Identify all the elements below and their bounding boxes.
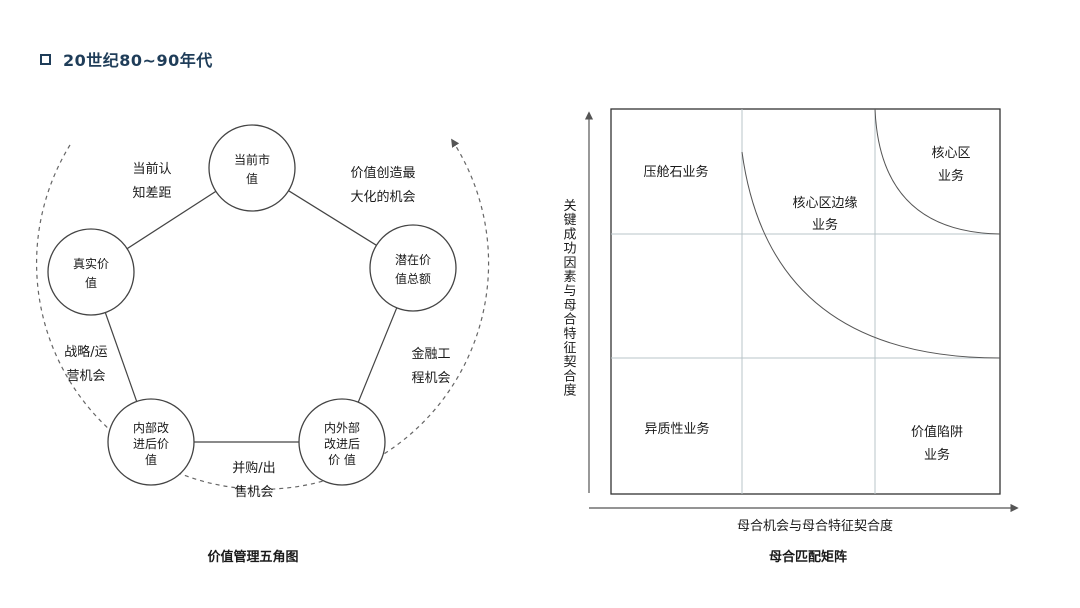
y-axis-label-char: 度 — [563, 383, 576, 399]
node-label-line: 内部改 — [133, 420, 169, 435]
y-axis-label: 关键成功因素与母合特征契合度 — [563, 199, 576, 399]
cell-label-core-edge: 核心区边缘 — [792, 196, 857, 211]
cell-label-alien: 异质性业务 — [644, 421, 709, 437]
y-axis-label-char: 合 — [563, 313, 576, 328]
y-axis-label-char: 键 — [563, 213, 576, 228]
node-label-line: 真实价 — [73, 256, 109, 271]
node-label-line: 内外部 — [324, 420, 360, 435]
cell-label-core: 业务 — [938, 168, 964, 184]
node-label-line: 值总额 — [395, 271, 431, 286]
y-axis-label-char: 契 — [563, 355, 576, 370]
matrix-caption: 母合匹配矩阵 — [769, 549, 847, 565]
node-label-line: 值 — [246, 171, 258, 186]
edge-label: 当前认 知差距 — [132, 161, 171, 201]
y-axis-label-char: 因 — [563, 256, 576, 271]
value-pentagon-diagram: 当前市 值 潜在价 值总额 内外部 改进后 价 值 内部改 进后价 值 真实价 … — [35, 124, 490, 565]
y-axis-label-char: 成 — [563, 227, 576, 242]
edge-label: 价值创造最 大化的机会 — [350, 165, 415, 205]
edge-label-line: 金融工 — [411, 346, 450, 362]
cycle-arc — [35, 138, 490, 490]
edge-label-line: 营机会 — [66, 369, 105, 384]
node-label-line: 潜在价 — [395, 253, 431, 267]
section-title: 20世纪80~90年代 — [63, 51, 213, 70]
cell-label-value-trap: 业务 — [924, 447, 950, 463]
y-axis-label-char: 功 — [563, 242, 576, 257]
edge-label-line: 当前认 — [132, 161, 171, 177]
pentagon-node: 内部改 进后价 值 — [107, 398, 195, 486]
y-axis-label-char: 关 — [563, 199, 576, 214]
pentagon-node: 内外部 改进后 价 值 — [298, 398, 386, 486]
parenting-fit-matrix: 压舱石业务 核心区边缘 业务 核心区 业务 异质性业务 价值陷阱 业务 关键成功… — [563, 108, 1019, 565]
node-label-line: 改进后 — [324, 437, 360, 451]
cell-label-value-trap: 价值陷阱 — [911, 424, 963, 440]
edge-label-line: 程机会 — [411, 371, 450, 386]
section-header: 20世纪80~90年代 — [40, 46, 213, 72]
edge-label-line: 战略/运 — [64, 344, 107, 360]
core-edge-boundary-curve — [741, 151, 1001, 359]
node-label-line: 进后价 — [133, 437, 169, 451]
y-axis-label-char: 母 — [563, 298, 576, 313]
matrix-frame — [610, 108, 1001, 495]
cell-label-ballast: 压舱石业务 — [643, 164, 708, 180]
edge-label-line: 大化的机会 — [350, 189, 415, 205]
y-axis-label-char: 特 — [563, 327, 576, 342]
core-zone-boundary-curve — [874, 108, 1001, 235]
pentagon-node: 潜在价 值总额 — [369, 224, 457, 312]
square-bullet-icon — [40, 53, 51, 65]
edge-label: 金融工 程机会 — [411, 346, 450, 386]
y-axis-label-char: 征 — [563, 341, 576, 356]
cell-label-core-edge: 业务 — [812, 217, 838, 233]
pentagon-node: 真实价 值 — [47, 228, 135, 316]
pentagon-node: 当前市 值 — [208, 124, 296, 212]
edge-label-line: 售机会 — [234, 484, 273, 500]
edge-label-line: 并购/出 — [232, 460, 275, 476]
edge-label: 战略/运 营机会 — [64, 344, 107, 384]
y-axis-label-char: 与 — [563, 284, 576, 299]
y-axis-label-char: 合 — [563, 369, 576, 384]
x-axis-label: 母合机会与母合特征契合度 — [737, 518, 893, 534]
node-label-line: 当前市 — [234, 152, 270, 167]
y-axis-label-char: 素 — [563, 270, 576, 285]
edge-label-line: 知差距 — [132, 185, 171, 201]
edge-label: 并购/出 售机会 — [232, 460, 275, 500]
pentagon-caption: 价值管理五角图 — [207, 549, 298, 565]
edge-label-line: 价值创造最 — [350, 165, 415, 181]
node-label-line: 价 值 — [328, 452, 356, 467]
node-label-line: 值 — [85, 275, 97, 290]
node-label-line: 值 — [145, 452, 157, 467]
cell-label-core: 核心区 — [931, 146, 970, 161]
